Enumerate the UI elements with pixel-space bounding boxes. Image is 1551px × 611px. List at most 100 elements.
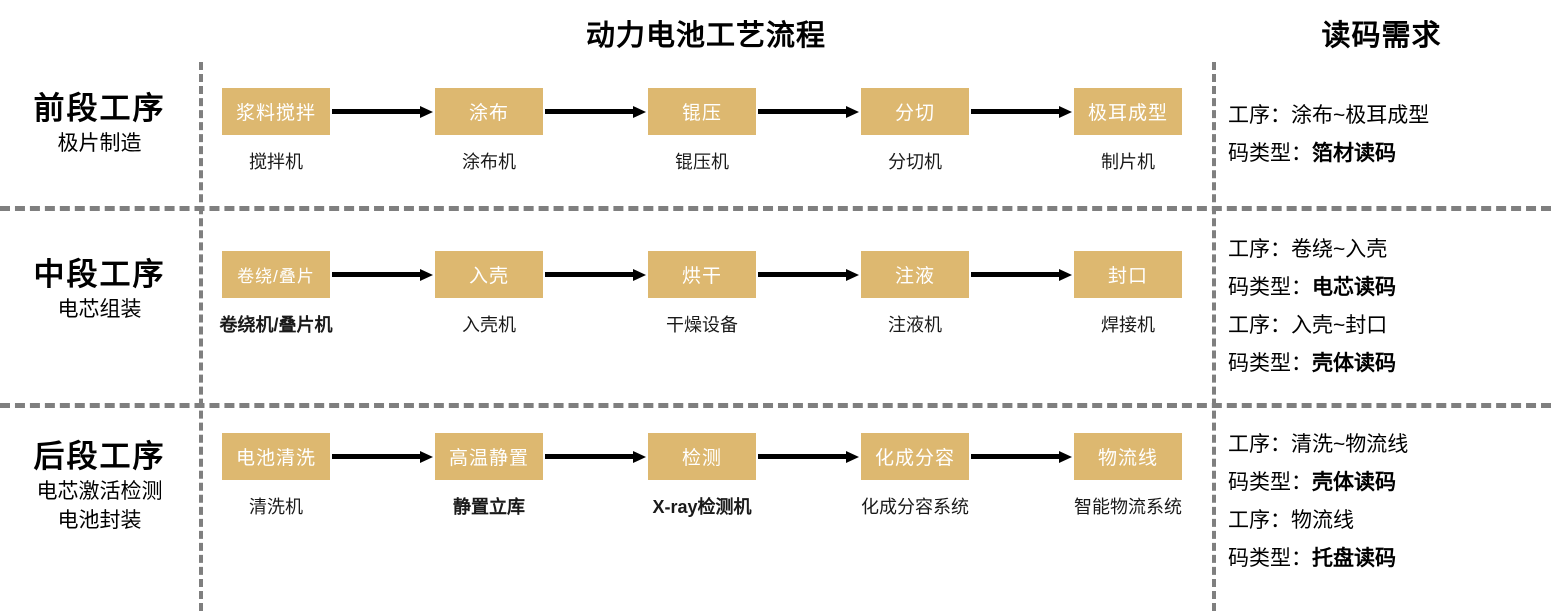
- process-step-caption: X-ray检测机: [652, 497, 752, 517]
- stage-row-mid: 中段工序 电芯组装 卷绕/叠片卷绕机/叠片机 入壳入壳机 烘干干燥设备 注液注液机 封口…: [0, 211, 1551, 403]
- stage-name: 后段工序: [33, 439, 166, 474]
- requirement-list-back: 工序：清洗~物流线码类型：壳体读码工序：物流线码类型：托盘读码: [1228, 426, 1551, 578]
- requirement-value: 物流线: [1291, 509, 1354, 532]
- arrow-head: [1059, 106, 1072, 118]
- process-step[interactable]: 高温静置静置立库: [435, 433, 543, 519]
- process-step[interactable]: 入壳入壳机: [435, 251, 543, 337]
- process-step[interactable]: 卷绕/叠片卷绕机/叠片机: [219, 251, 333, 337]
- stage-subtitle: 极片制造: [57, 132, 142, 155]
- requirement-line: 工序：入壳~封口: [1228, 307, 1551, 345]
- process-step-box[interactable]: 化成分容: [861, 433, 969, 480]
- process-step-caption: 搅拌机: [249, 152, 303, 172]
- requirement-label: 工序：: [1228, 104, 1291, 127]
- arrow-head: [846, 451, 859, 463]
- process-step-box[interactable]: 检测: [648, 433, 756, 480]
- requirement-line: 码类型：壳体读码: [1228, 345, 1551, 383]
- process-step-box[interactable]: 烘干: [648, 251, 756, 298]
- step-list: 浆料搅拌搅拌机 涂布涂布机 锟压锟压机 分切分切机 极耳成型制片机: [199, 88, 1212, 180]
- flow-arrow-icon: [758, 451, 859, 463]
- process-step-box[interactable]: 电池清洗: [222, 433, 330, 480]
- requirement-value: 托盘读码: [1312, 547, 1396, 570]
- requirement-label: 码类型：: [1228, 142, 1312, 165]
- flow-arrow-icon: [758, 269, 859, 281]
- process-step-caption: 入壳机: [462, 315, 516, 335]
- arrow-shaft: [545, 454, 633, 459]
- arrow-shaft: [545, 109, 633, 114]
- process-step-caption: 静置立库: [453, 497, 525, 517]
- flow-arrow-icon: [971, 106, 1072, 118]
- vertical-divider-right: [1212, 62, 1216, 611]
- requirement-line: 码类型：箔材读码: [1228, 135, 1551, 173]
- requirements-title: 读码需求: [1321, 20, 1442, 52]
- process-step-box[interactable]: 涂布: [435, 88, 543, 135]
- arrow-head: [633, 106, 646, 118]
- horizontal-divider-1: [0, 206, 1551, 211]
- process-step[interactable]: 极耳成型制片机: [1074, 88, 1182, 174]
- process-step[interactable]: 检测 X-ray检测机: [648, 433, 756, 519]
- requirement-label: 工序：: [1228, 509, 1291, 532]
- process-step[interactable]: 锟压锟压机: [648, 88, 756, 174]
- process-step-caption: 分切机: [888, 152, 942, 172]
- process-step-box[interactable]: 极耳成型: [1074, 88, 1182, 135]
- process-step-box[interactable]: 分切: [861, 88, 969, 135]
- step-list: 卷绕/叠片卷绕机/叠片机 入壳入壳机 烘干干燥设备 注液注液机 封口焊接机: [199, 251, 1212, 343]
- requirement-line: 工序：卷绕~入壳: [1228, 231, 1551, 269]
- requirement-value: 清洗~物流线: [1291, 433, 1409, 456]
- requirement-line: 码类型：托盘读码: [1228, 540, 1551, 578]
- horizontal-divider-2: [0, 403, 1551, 408]
- flow-title: 动力电池工艺流程: [585, 20, 826, 52]
- process-step[interactable]: 物流线智能物流系统: [1074, 433, 1182, 519]
- process-step[interactable]: 封口焊接机: [1074, 251, 1182, 337]
- requirement-label: 工序：: [1228, 238, 1291, 261]
- stage-label-front: 前段工序 极片制造: [0, 89, 199, 158]
- process-step-box[interactable]: 锟压: [648, 88, 756, 135]
- vertical-divider-left: [199, 62, 203, 611]
- process-step-box[interactable]: 卷绕/叠片: [222, 251, 330, 298]
- arrow-head: [846, 269, 859, 281]
- header-band: 动力电池工艺流程 读码需求: [0, 0, 1551, 62]
- arrow-head: [1059, 451, 1072, 463]
- flow-arrow-icon: [332, 106, 433, 118]
- process-step[interactable]: 分切分切机: [861, 88, 969, 174]
- requirement-label: 工序：: [1228, 433, 1291, 456]
- process-step[interactable]: 化成分容化成分容系统: [861, 433, 969, 519]
- requirement-value: 涂布~极耳成型: [1291, 104, 1430, 127]
- stage-label-mid: 中段工序 电芯组装: [0, 255, 199, 324]
- requirement-label: 码类型：: [1228, 352, 1312, 375]
- process-step[interactable]: 涂布涂布机: [435, 88, 543, 174]
- requirement-value: 卷绕~入壳: [1291, 238, 1388, 261]
- requirement-value: 壳体读码: [1312, 471, 1396, 494]
- stage-row-front: 前段工序 极片制造 浆料搅拌搅拌机涂布涂布机锟压锟压机分切分切机极耳成型制片机 …: [0, 62, 1551, 206]
- process-step-caption: 清洗机: [249, 497, 303, 517]
- process-step-caption: 焊接机: [1101, 315, 1155, 335]
- process-step-caption: 涂布机: [462, 152, 516, 172]
- process-step-box[interactable]: 封口: [1074, 251, 1182, 298]
- arrow-shaft: [758, 109, 846, 114]
- flow-front: 浆料搅拌搅拌机 涂布涂布机 锟压锟压机 分切分切机 极耳成型制片机: [199, 88, 1212, 180]
- process-step-box[interactable]: 注液: [861, 251, 969, 298]
- process-step-caption: 干燥设备: [666, 315, 738, 335]
- process-step-caption: 智能物流系统: [1074, 497, 1182, 517]
- process-step-box[interactable]: 物流线: [1074, 433, 1182, 480]
- requirement-list-front: 工序：涂布~极耳成型码类型：箔材读码: [1228, 97, 1551, 173]
- process-step-box[interactable]: 浆料搅拌: [222, 88, 330, 135]
- process-step-caption: 制片机: [1101, 152, 1155, 172]
- process-step[interactable]: 电池清洗清洗机: [222, 433, 330, 519]
- arrow-shaft: [971, 454, 1059, 459]
- process-step[interactable]: 浆料搅拌搅拌机: [222, 88, 330, 174]
- arrow-shaft: [758, 272, 846, 277]
- process-step-box[interactable]: 入壳: [435, 251, 543, 298]
- stage-subtitle-line2: 电池封装: [57, 509, 142, 532]
- process-step-box[interactable]: 高温静置: [435, 433, 543, 480]
- flow-mid: 卷绕/叠片卷绕机/叠片机 入壳入壳机 烘干干燥设备 注液注液机 封口焊接机: [199, 251, 1212, 343]
- requirement-value: 入壳~封口: [1291, 314, 1388, 337]
- process-step[interactable]: 烘干干燥设备: [648, 251, 756, 337]
- arrow-head: [420, 269, 433, 281]
- flow-arrow-icon: [971, 451, 1072, 463]
- arrow-shaft: [332, 454, 420, 459]
- arrow-shaft: [545, 272, 633, 277]
- step-list: 电池清洗清洗机 高温静置静置立库 检测 X-ray检测机 化成分容化成分容系统 物流线智能…: [199, 433, 1212, 525]
- arrow-head: [633, 451, 646, 463]
- process-step[interactable]: 注液注液机: [861, 251, 969, 337]
